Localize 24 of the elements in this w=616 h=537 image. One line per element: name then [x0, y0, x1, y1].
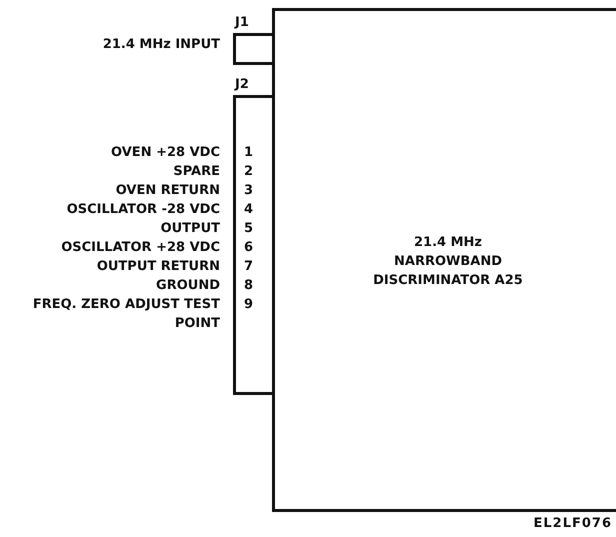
pin-label: OVEN +28 VDC: [110, 144, 220, 162]
pin-label: OUTPUT: [160, 220, 220, 238]
pin-number: 5: [244, 220, 254, 238]
pin-label: OUTPUT RETURN: [96, 258, 220, 276]
pin-label: SPARE: [172, 163, 220, 181]
pin-label: OVEN RETURN: [114, 182, 220, 200]
module-title: 21.4 MHz NARROWBAND DISCRIMINATOR A25: [373, 234, 523, 290]
pin-number: 8: [244, 277, 254, 295]
connector-label: J1: [235, 14, 249, 32]
pin-number: 1: [244, 144, 254, 162]
pin-number: 3: [244, 182, 254, 200]
pin-number: 7: [244, 258, 254, 276]
pin-label: OSCILLATOR -28 VDC: [66, 201, 220, 219]
module-box: [272, 8, 616, 512]
connector-label: J2: [235, 76, 249, 94]
pin-label: OSCILLATOR +28 VDC: [60, 239, 220, 257]
pin-number: 2: [244, 163, 254, 181]
pin-number: 9: [244, 296, 254, 314]
figure-code: EL2LF076: [533, 515, 612, 533]
pin-label: FREQ. ZERO ADJUST TEST POINT: [32, 296, 220, 333]
pin-number: 4: [244, 201, 254, 219]
pin-label: GROUND: [155, 277, 220, 295]
signal-label: 21.4 MHz INPUT: [102, 36, 220, 54]
pin-number: 6: [244, 239, 254, 257]
